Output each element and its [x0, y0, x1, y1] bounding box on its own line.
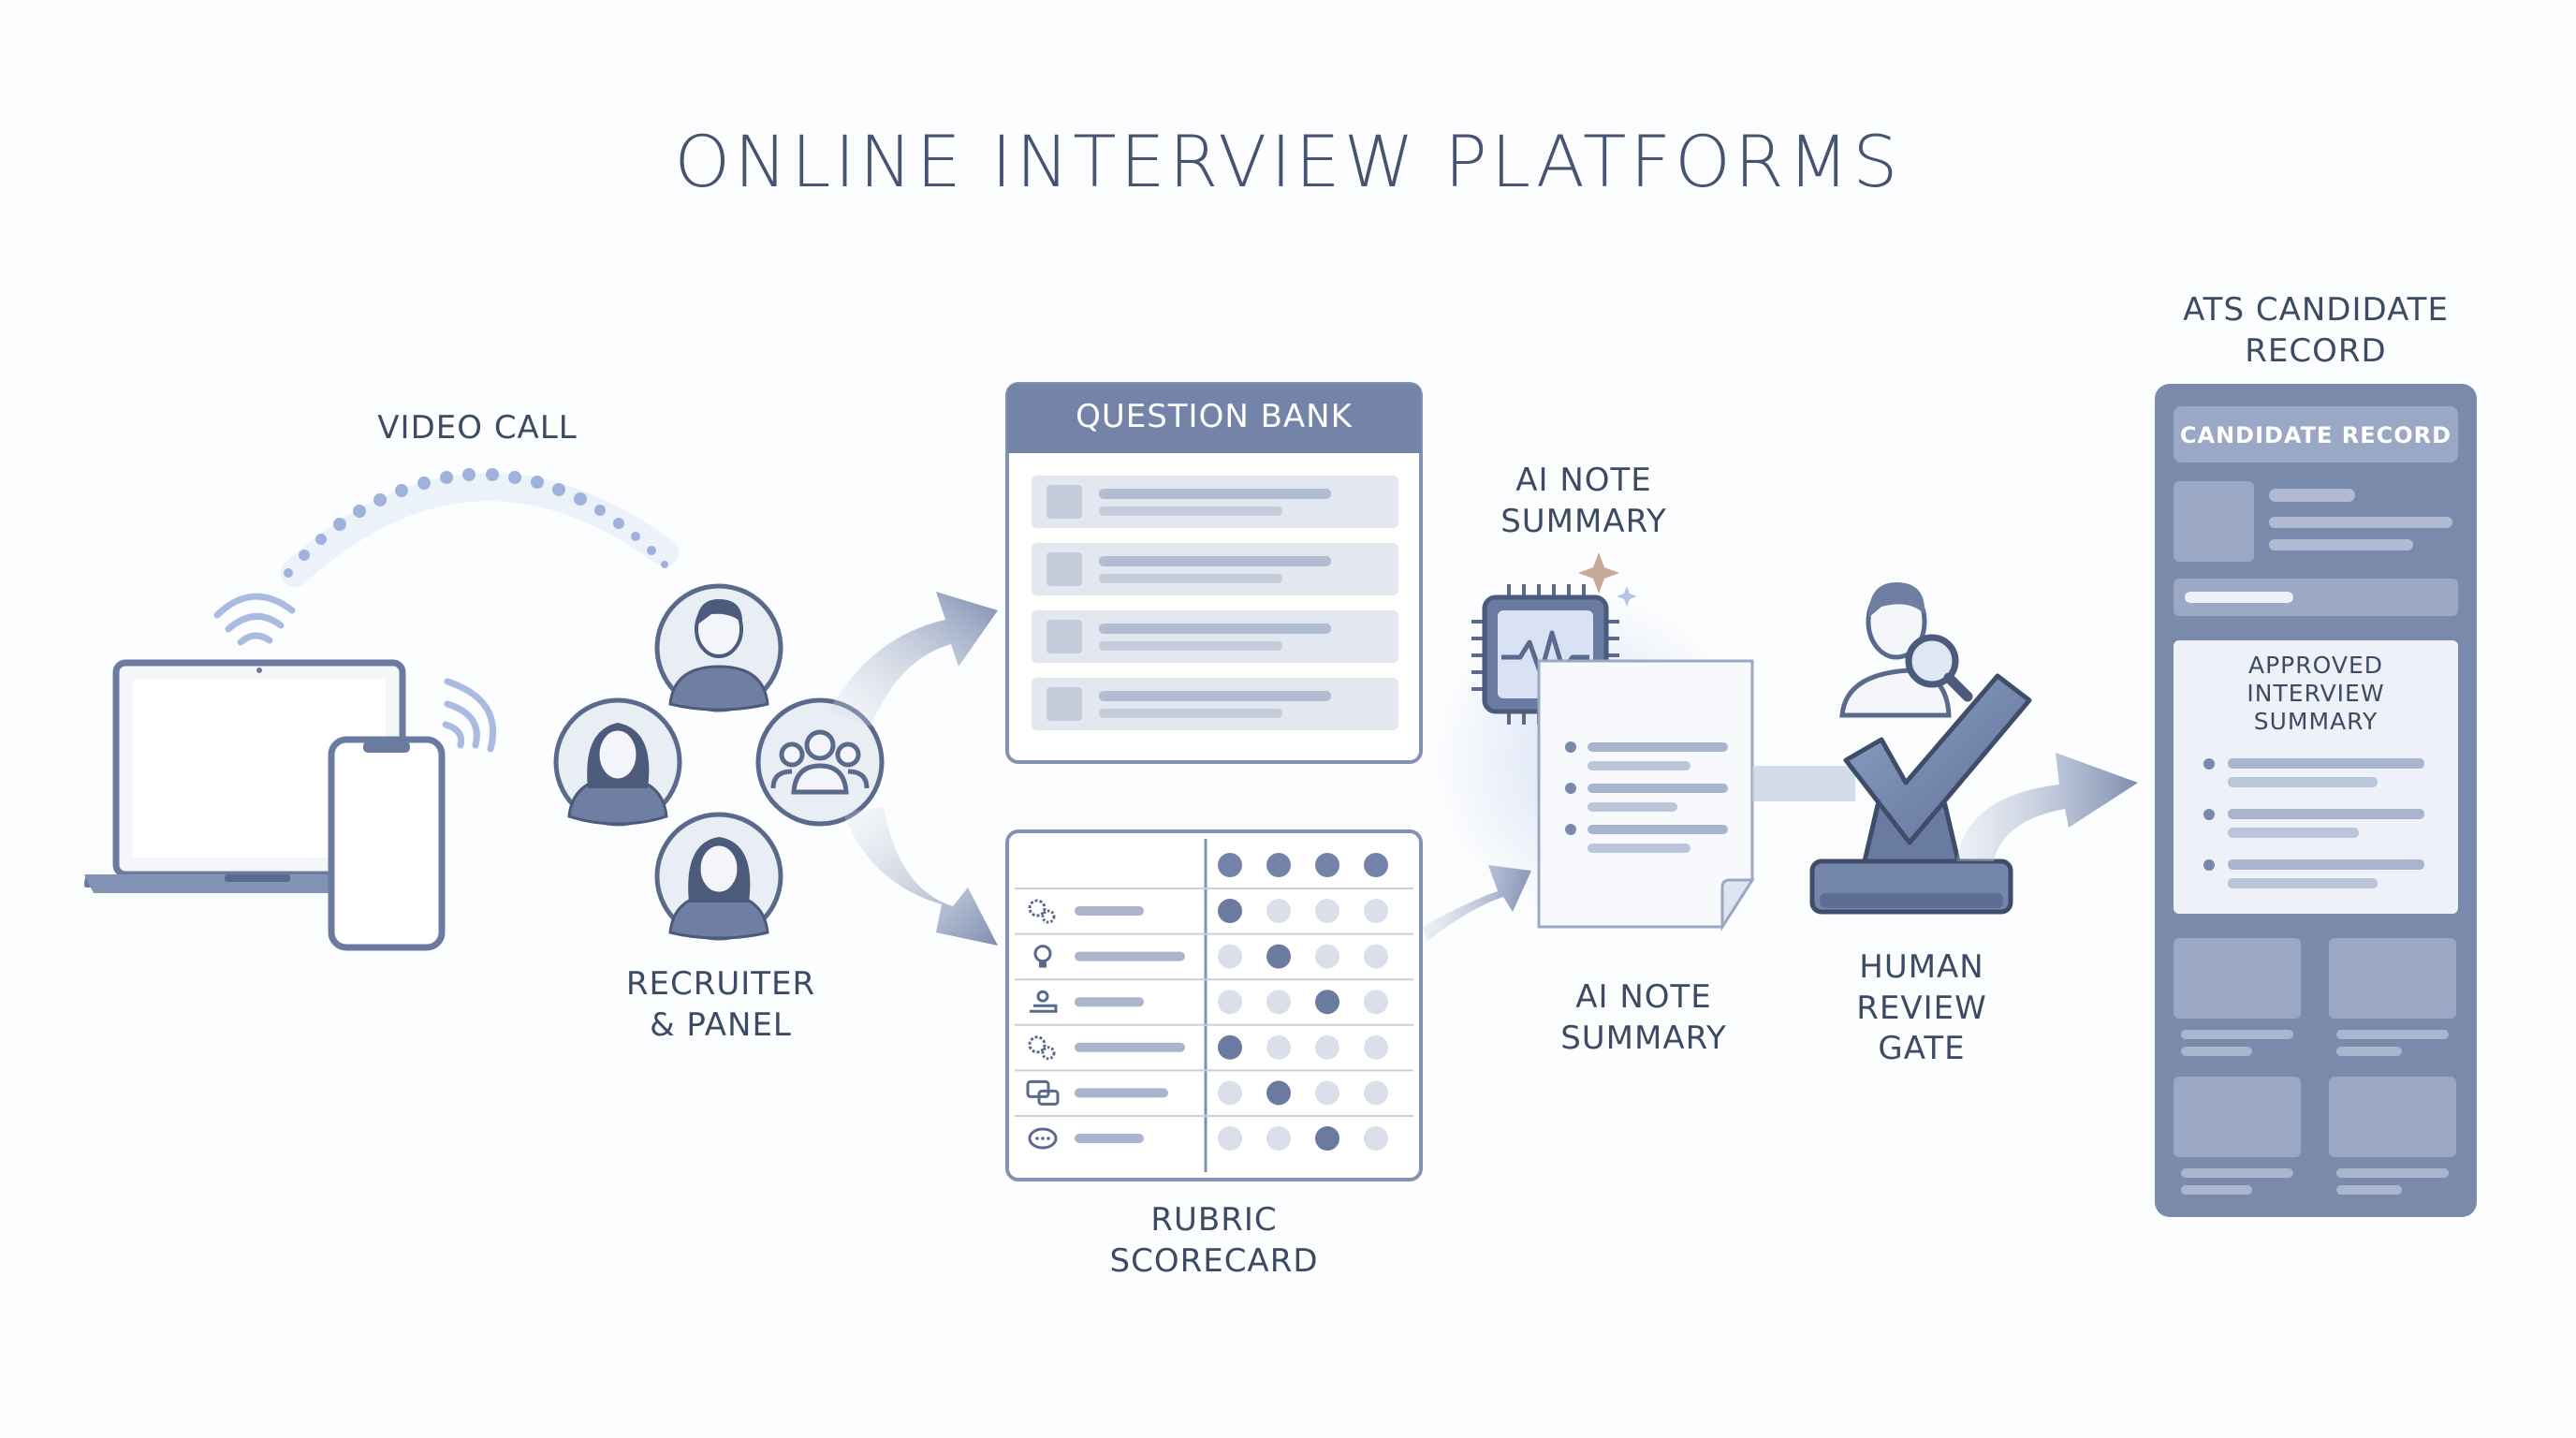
arrow-to-scorecard [842, 807, 998, 946]
smartphone-icon [328, 736, 446, 951]
ai-note-summary-bottom-label: AI NOTE SUMMARY [1503, 977, 1784, 1059]
rubric-score-dot [1315, 1034, 1339, 1060]
gears-icon [1028, 1035, 1056, 1061]
rubric-score-dot [1218, 944, 1242, 969]
connector-note-to-gate [1752, 766, 1855, 801]
rubric-score-dot [1218, 1126, 1242, 1151]
rubric-score-dot-selected [1218, 899, 1242, 923]
ats-candidate-record-label: ATS CANDIDATE RECORD [2129, 290, 2503, 372]
ats-line-2: RECORD [2245, 331, 2387, 370]
ai-note-bottom-line-2: SUMMARY [1560, 1019, 1727, 1057]
rubric-score-dot [1315, 944, 1339, 969]
page-title: ONLINE INTERVIEW PLATFORMS [674, 120, 1902, 203]
rubric-score-dot-selected [1315, 990, 1339, 1015]
arrow-to-question-bank [828, 592, 998, 726]
rubric-score-dot [1266, 1034, 1291, 1060]
rubric-criterion-line [1075, 906, 1144, 916]
approval-stamp-icon [1809, 673, 2032, 915]
rubric-score-dot [1364, 899, 1388, 923]
rubric-score-dot [1315, 1080, 1339, 1106]
speech-bubble-icon [1028, 1127, 1058, 1150]
rubric-score-dot [1266, 1126, 1291, 1151]
rubric-score-dot [1364, 1034, 1388, 1060]
human-review-gate-label: HUMAN REVIEW GATE [1781, 947, 2062, 1070]
ats-line-1: ATS CANDIDATE [2183, 291, 2449, 329]
candidate-record-header: CANDIDATE RECORD [2174, 421, 2458, 450]
rubric-score-dot [1266, 990, 1291, 1015]
magnifier-icon [1905, 634, 1973, 702]
interviewer-woman-avatar-2 [654, 812, 783, 941]
chat-bubbles-icon [1026, 1079, 1060, 1106]
interviewer-man-avatar [654, 583, 783, 712]
question-bank-title-text: QUESTION BANK [1076, 398, 1353, 435]
human-review-line-2: REVIEW [1856, 989, 1987, 1027]
sparkle-icon [1578, 552, 1637, 607]
rubric-score-dot-selected [1266, 944, 1291, 969]
rubric-score-dot [1218, 990, 1242, 1015]
wifi-icon-left [213, 593, 296, 646]
rubric-score-dot [1266, 899, 1291, 923]
ai-note-top-line-1: AI NOTE [1515, 462, 1652, 499]
question-row [1032, 678, 1398, 730]
rubric-level-header-dot [1266, 853, 1291, 877]
rubric-level-header-dot [1218, 853, 1242, 877]
ai-note-document [1537, 659, 1755, 932]
ai-note-top-line-2: SUMMARY [1500, 502, 1667, 540]
ats-record-panel [2155, 384, 2477, 1217]
rubric-criterion-line [1075, 1042, 1185, 1052]
video-call-arc [281, 468, 679, 587]
rubric-criterion-line [1075, 1088, 1168, 1098]
interviewer-woman-avatar [553, 697, 682, 827]
rubric-score-dot [1364, 990, 1388, 1015]
lightbulb-icon [1033, 945, 1052, 968]
question-bank-title: QUESTION BANK [1007, 397, 1421, 438]
candidate-record-header-text: CANDIDATE RECORD [2179, 422, 2452, 448]
video-call-label: VIDEO CALL [337, 408, 618, 449]
recruiter-panel-line-1: RECRUITER [625, 965, 816, 1003]
question-bank-card [1005, 382, 1423, 764]
human-review-line-1: HUMAN [1859, 948, 1984, 986]
rubric-criterion-line [1075, 1134, 1144, 1143]
question-row [1032, 476, 1398, 528]
recruiter-panel-line-2: & PANEL [650, 1005, 792, 1044]
rubric-score-dot [1315, 899, 1339, 923]
rubric-score-dot [1364, 1080, 1388, 1106]
ai-note-bottom-line-1: AI NOTE [1575, 978, 1712, 1016]
approved-summary-label: APPROVED INTERVIEW SUMMARY [2174, 652, 2458, 736]
rubric-score-dot-selected [1315, 1126, 1339, 1151]
approved-line-3: SUMMARY [2253, 708, 2378, 735]
rubric-scorecard-card [1005, 829, 1423, 1181]
question-row [1032, 610, 1398, 663]
arrow-to-ats [1956, 753, 2138, 861]
gears-icon [1028, 899, 1056, 924]
rubric-criterion-line [1075, 951, 1185, 961]
wifi-icon-right [442, 678, 497, 753]
approved-line-1: APPROVED [2247, 652, 2383, 679]
group-avatar [755, 697, 885, 827]
rubric-score-dot-selected [1218, 1034, 1242, 1060]
question-row [1032, 543, 1398, 595]
rubric-score-dot [1218, 1080, 1242, 1106]
recruiter-panel-label: RECRUITER & PANEL [580, 964, 861, 1046]
rubric-score-dot-selected [1266, 1080, 1291, 1106]
human-review-line-3: GATE [1878, 1030, 1966, 1068]
rubric-line-1: RUBRIC [1150, 1201, 1278, 1239]
rubric-scorecard-label: RUBRIC SCORECARD [1074, 1200, 1354, 1282]
rubric-line-2: SCORECARD [1109, 1241, 1319, 1280]
hand-pin-icon [1030, 990, 1058, 1013]
rubric-score-dot [1364, 1126, 1388, 1151]
video-call-text: VIDEO CALL [377, 409, 578, 447]
approved-line-2: INTERVIEW [2247, 680, 2385, 707]
ai-note-summary-top-label: AI NOTE SUMMARY [1443, 461, 1724, 542]
rubric-level-header-dot [1315, 853, 1339, 877]
rubric-score-dot [1364, 944, 1388, 969]
rubric-level-header-dot [1364, 853, 1388, 877]
rubric-criterion-line [1075, 997, 1144, 1007]
